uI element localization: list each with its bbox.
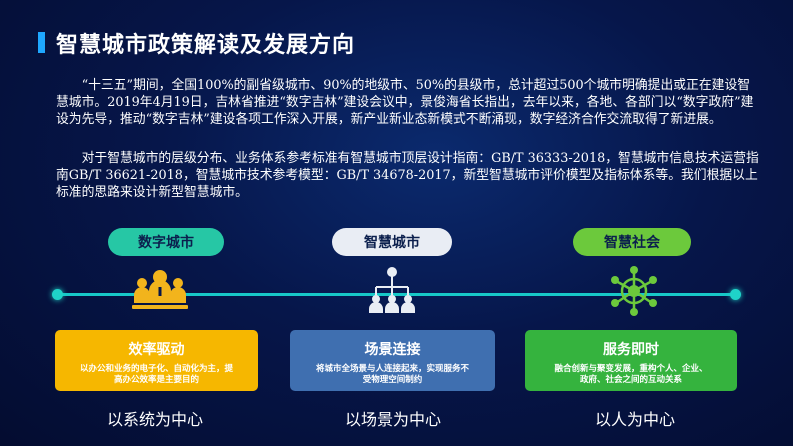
- card-scene-connection: 场景连接 将城市全场景与人连接起来，实现服务不受物理空间制约: [290, 330, 495, 391]
- card-description: 将城市全场景与人连接起来，实现服务不受物理空间制约: [315, 364, 469, 385]
- network-people-icon: [369, 267, 415, 313]
- people-group-icon: [132, 270, 188, 309]
- card-description: 以办公和业务的电子化、自动化为主，提高办公效率是主要目的: [79, 364, 233, 385]
- footer-scene-centered: 以场景为中心: [344, 410, 441, 429]
- card-title: 服务即时: [603, 342, 659, 358]
- card-efficiency-driven: 效率驱动 以办公和业务的电子化、自动化为主，提高办公效率是主要目的: [55, 330, 258, 391]
- social-network-icon: [611, 266, 657, 316]
- card-description: 融合创新与聚变发展，重构个人、企业、政府、社会之间的互动关系: [554, 364, 708, 385]
- title-accent-bar: [38, 32, 45, 53]
- footer-system-centered: 以系统为中心: [106, 410, 203, 429]
- stage-pill-smart-city: 智慧城市: [332, 228, 452, 256]
- standards-paragraph: 对于智慧城市的层级分布、业务体系参考标准有智慧城市顶层设计指南：GB/T 363…: [56, 151, 759, 200]
- card-title: 场景连接: [364, 342, 421, 358]
- page-title: 智慧城市政策解读及发展方向: [56, 33, 356, 58]
- stage-pill-digital-city: 数字城市: [108, 228, 224, 256]
- footer-people-centered: 以人为中心: [594, 410, 675, 429]
- timeline-start-dot: [52, 289, 63, 300]
- intro-paragraph: “十三五”期间，全国100%的副省级城市、90%的地级市、50%的县级市，总计超…: [56, 78, 754, 127]
- timeline-end-dot: [730, 289, 741, 300]
- card-title: 效率驱动: [128, 342, 185, 358]
- timeline-line: [60, 293, 735, 296]
- stage-pill-smart-society: 智慧社会: [573, 228, 691, 256]
- card-instant-service: 服务即时 融合创新与聚变发展，重构个人、企业、政府、社会之间的互动关系: [525, 330, 737, 391]
